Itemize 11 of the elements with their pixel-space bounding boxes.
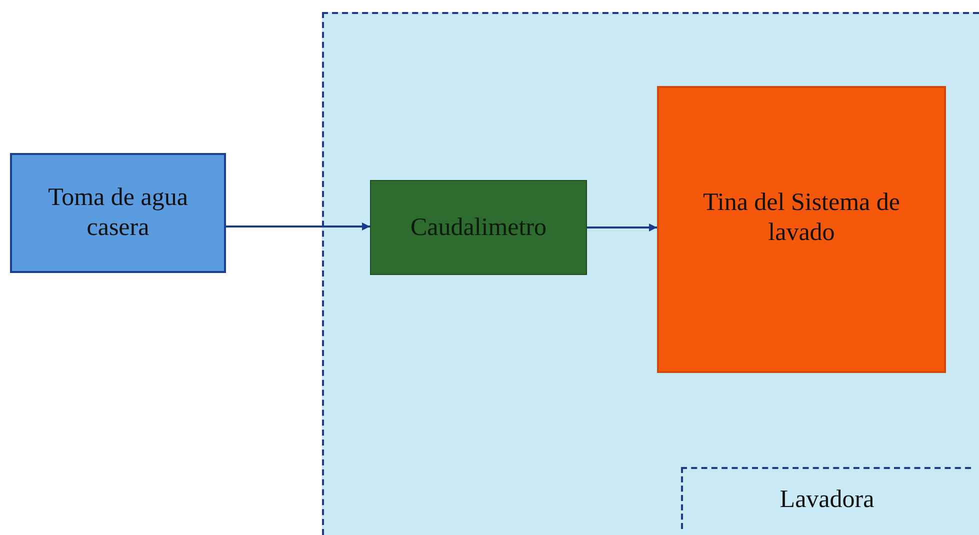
group-box [681,467,971,529]
arrow [226,222,370,230]
region-background [322,12,979,535]
tub-box [657,86,946,373]
flowmeter-box [370,180,587,275]
arrow [587,224,657,232]
node-label: Caudalimetro [409,212,548,242]
source-box [10,153,226,273]
node-label: Tina del Sistema de lavado [702,188,901,248]
node-label: Lavadora [778,485,876,515]
node-label: Toma de agua casera [47,183,189,243]
